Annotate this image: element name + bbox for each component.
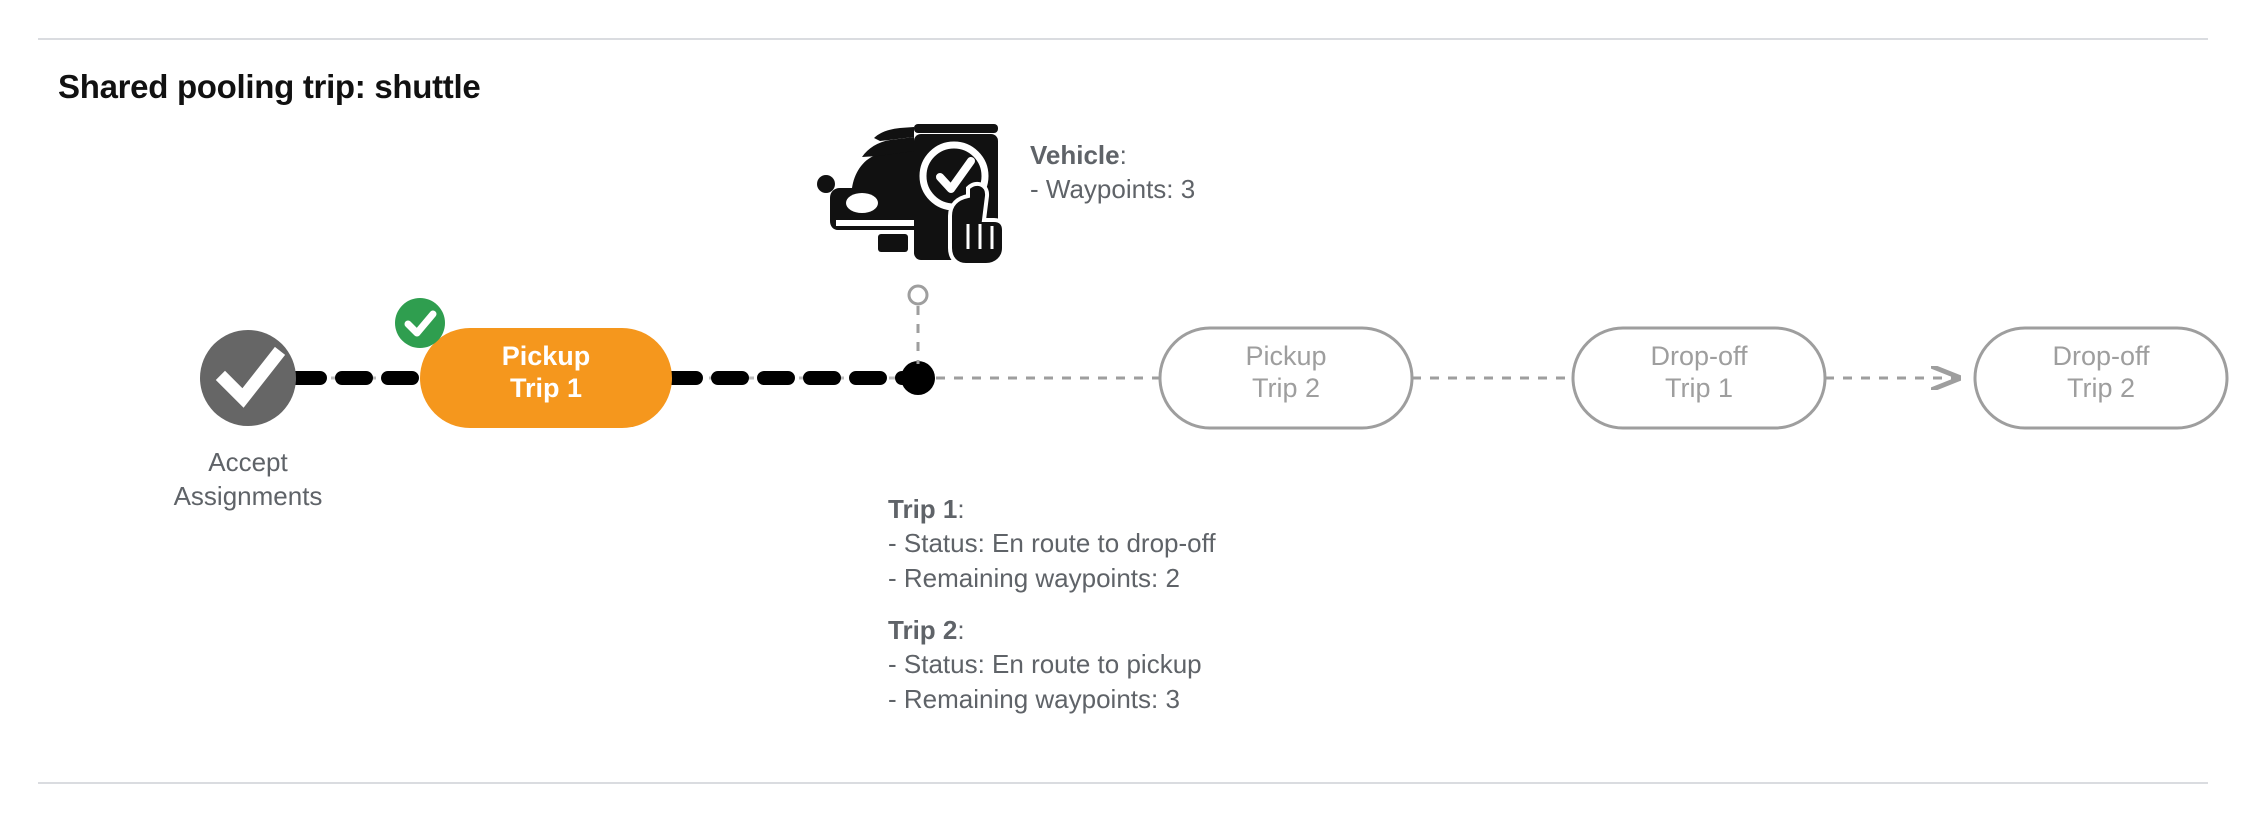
trip-1-annotation-heading-suffix: : (957, 494, 965, 524)
check-badge-icon (395, 298, 445, 348)
check-mark-glyph (215, 346, 286, 408)
trip-2-annotation: Trip 2: - Status: En route to pickup - R… (888, 613, 1202, 716)
step-node-drop-off-trip-2[interactable] (1973, 326, 2229, 430)
trip-1-annotation: Trip 1: - Status: En route to drop-off -… (888, 492, 1216, 595)
step-node-pickup-trip-1[interactable] (420, 328, 672, 428)
car-phone-check-icon (817, 124, 1006, 267)
trip-2-annotation-heading-row: Trip 2: (888, 613, 1202, 647)
check-circle-icon (200, 330, 296, 426)
top-divider (38, 38, 2208, 40)
step-node-drop-off-trip-1[interactable] (1571, 326, 1827, 430)
vehicle-annotation-heading: Vehicle (1030, 140, 1120, 170)
trip-2-annotation-status: - Status: En route to pickup (888, 649, 1202, 680)
trip-1-annotation-heading-row: Trip 1: (888, 492, 1216, 526)
start-node-accept-assignments[interactable] (200, 330, 296, 426)
vehicle-annotation: Vehicle: - Waypoints: 3 (1030, 138, 1195, 207)
current-position-dot (901, 361, 935, 395)
page-title: Shared pooling trip: shuttle (58, 68, 481, 105)
bottom-divider (38, 782, 2208, 784)
trip-1-annotation-heading: Trip 1 (888, 494, 958, 524)
current-position-marker[interactable] (901, 284, 935, 395)
vehicle-annotation-line-1: - Waypoints: 3 (1030, 174, 1196, 205)
vehicle-connector-ring (907, 284, 929, 306)
trip-2-annotation-heading-suffix: : (957, 615, 965, 645)
vehicle-annotation-heading-row: Vehicle: (1030, 138, 1195, 172)
trip-2-annotation-waypoints: - Remaining waypoints: 3 (888, 683, 1180, 714)
step-node-pickup-trip-2[interactable] (1158, 326, 1414, 430)
step-node-pickup-trip-1-pill (420, 328, 672, 428)
trip-1-annotation-status: - Status: En route to drop-off (888, 528, 1216, 559)
trip-2-annotation-heading: Trip 2 (888, 615, 958, 645)
vehicle-annotation-heading-suffix: : (1119, 140, 1127, 170)
trip-1-annotation-waypoints: - Remaining waypoints: 2 (888, 562, 1180, 593)
